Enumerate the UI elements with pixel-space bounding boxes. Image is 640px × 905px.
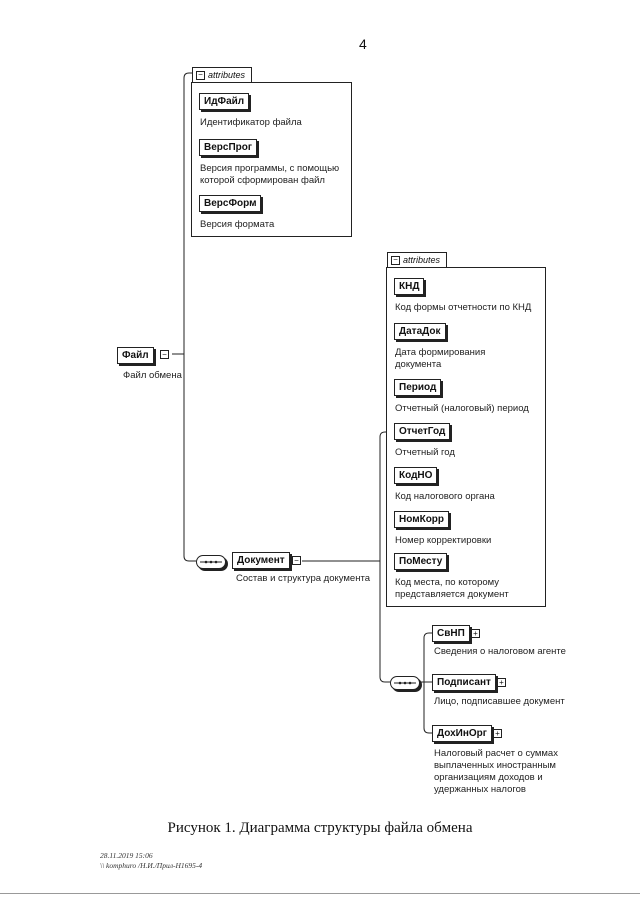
attribute-period[interactable]: Период xyxy=(394,379,442,396)
attribute-description: Дата формирования документа xyxy=(395,347,486,370)
collapse-icon[interactable]: − xyxy=(292,556,301,565)
document-attributes-group: КНД Код формы отчетности по КНД ДатаДок … xyxy=(386,267,546,607)
document-attributes-tab[interactable]: −attributes xyxy=(387,252,448,267)
attribute-datadok[interactable]: ДатаДок xyxy=(394,323,446,340)
attribute-description: Версия программы, с помощью которой сфор… xyxy=(200,163,340,186)
attribute-description: Версия формата xyxy=(200,219,275,230)
attribute-description: Отчетный год xyxy=(395,447,455,458)
attribute-description: Код места, по которому представляется до… xyxy=(395,577,509,600)
attribute-description: Код налогового органа xyxy=(395,491,495,502)
collapse-icon[interactable]: − xyxy=(196,71,205,81)
element-podpisant[interactable]: Подписант xyxy=(432,674,496,691)
attribute-description: Идентификатор файла xyxy=(200,117,302,128)
page-edge-line xyxy=(0,893,640,894)
attribute-knd[interactable]: КНД xyxy=(394,278,425,295)
footer-file-path: \\ komphuro /Н.И./Прил-Н1695-4 xyxy=(100,861,203,870)
element-description: Состав и структура документа xyxy=(236,573,370,584)
element-description: Лицо, подписавшее документ xyxy=(434,696,565,707)
file-attributes-group: ИдФайл Идентификатор файла ВерсПрог Верс… xyxy=(191,82,352,237)
attribute-otchetgod[interactable]: ОтчетГод xyxy=(394,423,451,440)
element-file[interactable]: Файл xyxy=(117,347,154,364)
attribute-description: Код формы отчетности по КНД xyxy=(395,302,532,313)
element-description: Налоговый расчет о суммах выплаченных ин… xyxy=(434,748,558,795)
element-dohinorg[interactable]: ДохИнОрг xyxy=(432,725,492,742)
expand-icon[interactable]: + xyxy=(471,629,480,638)
collapse-icon[interactable]: − xyxy=(160,350,169,359)
attribute-versform[interactable]: ВерсФорм xyxy=(199,195,262,212)
attribute-nomkorr[interactable]: НомКорр xyxy=(394,511,450,528)
collapse-icon[interactable]: − xyxy=(391,256,400,266)
element-description: Сведения о налоговом агенте xyxy=(434,646,566,657)
sequence-icon xyxy=(196,555,226,569)
element-description: Файл обмена xyxy=(123,370,182,381)
file-attributes-tab[interactable]: −attributes xyxy=(192,67,253,82)
attribute-description: Отчетный (налоговый) период xyxy=(395,403,529,414)
element-document[interactable]: Документ xyxy=(232,552,290,569)
expand-icon[interactable]: + xyxy=(493,729,502,738)
sequence-icon xyxy=(390,676,420,690)
attribute-kodno[interactable]: КодНО xyxy=(394,467,438,484)
attribute-description: Номер корректировки xyxy=(395,535,492,546)
attribute-versprog[interactable]: ВерсПрог xyxy=(199,139,258,156)
figure-caption: Рисунок 1. Диаграмма структуры файла обм… xyxy=(167,820,473,836)
expand-icon[interactable]: + xyxy=(497,678,506,687)
element-svnp[interactable]: СвНП xyxy=(432,625,470,642)
page-number: 4 xyxy=(359,36,367,52)
attribute-idfile[interactable]: ИдФайл xyxy=(199,93,250,110)
footer-timestamp: 28.11.2019 15:06 xyxy=(100,851,153,860)
attribute-pomestu[interactable]: ПоМесту xyxy=(394,553,448,570)
